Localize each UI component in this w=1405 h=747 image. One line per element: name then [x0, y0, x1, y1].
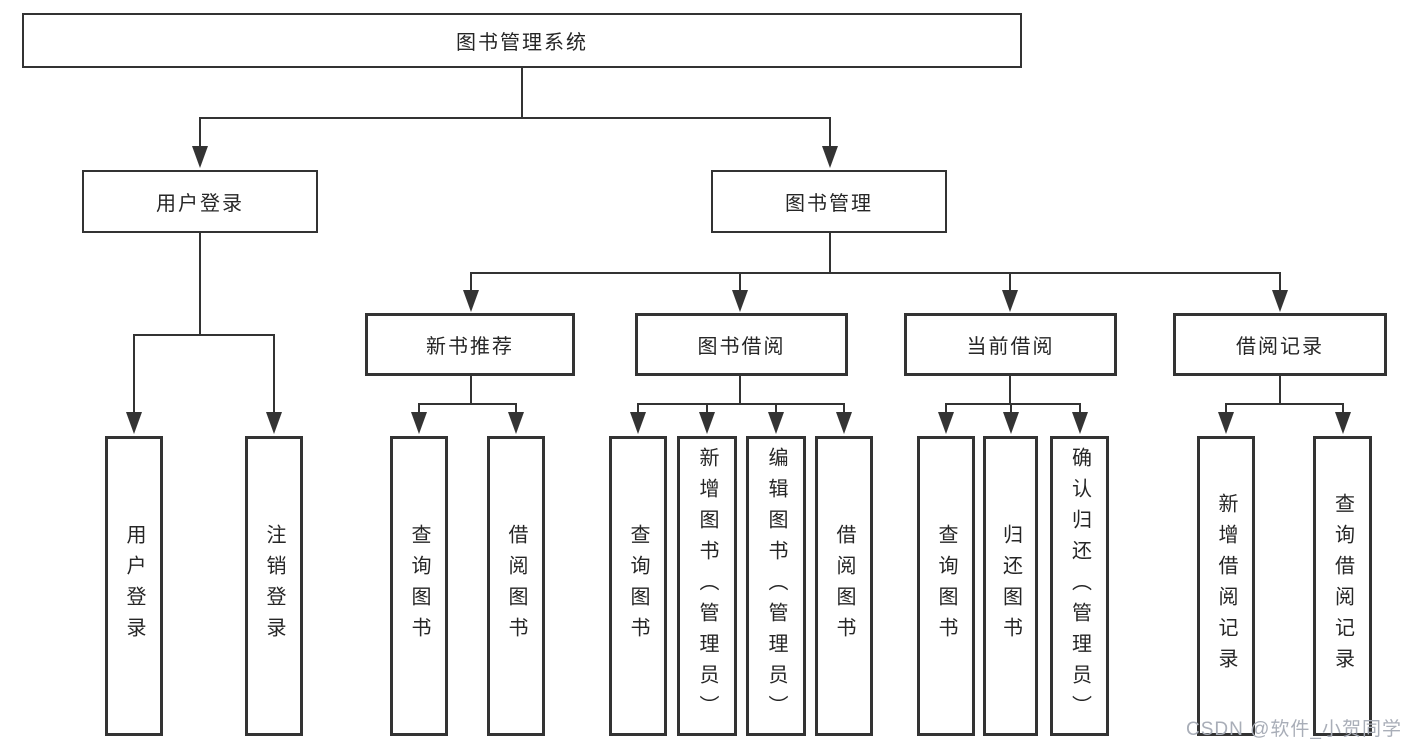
csdn-watermark: CSDN @软件_小贺同学: [1186, 719, 1402, 740]
arrowheads: [126, 146, 1351, 434]
leaf-return-books: 归还图书: [983, 436, 1038, 736]
leaf-query-books-current: 查询图书: [917, 436, 975, 736]
node-book-borrow: 图书借阅: [635, 313, 848, 376]
leaf-query-books-borrow: 查询图书: [609, 436, 667, 736]
node-root: 图书管理系统: [22, 13, 1022, 68]
leaf-confirm-return-admin: 确认归还（管理员）: [1050, 436, 1109, 736]
leaf-edit-books-admin: 编辑图书（管理员）: [746, 436, 806, 736]
leaf-add-books-admin: 新增图书（管理员）: [677, 436, 737, 736]
leaf-query-books-recommend: 查询图书: [390, 436, 448, 736]
leaf-borrow-books-recommend: 借阅图书: [487, 436, 545, 736]
node-user-login: 用户登录: [82, 170, 318, 233]
node-current-borrow: 当前借阅: [904, 313, 1117, 376]
leaf-add-borrow-record: 新增借阅记录: [1197, 436, 1255, 736]
node-book-management: 图书管理: [711, 170, 947, 233]
node-new-book-recommend: 新书推荐: [365, 313, 575, 376]
node-borrow-records: 借阅记录: [1173, 313, 1387, 376]
leaf-user-login: 用户登录: [105, 436, 163, 736]
leaf-query-borrow-record: 查询借阅记录: [1313, 436, 1372, 736]
leaf-logout: 注销登录: [245, 436, 303, 736]
leaf-borrow-books: 借阅图书: [815, 436, 873, 736]
